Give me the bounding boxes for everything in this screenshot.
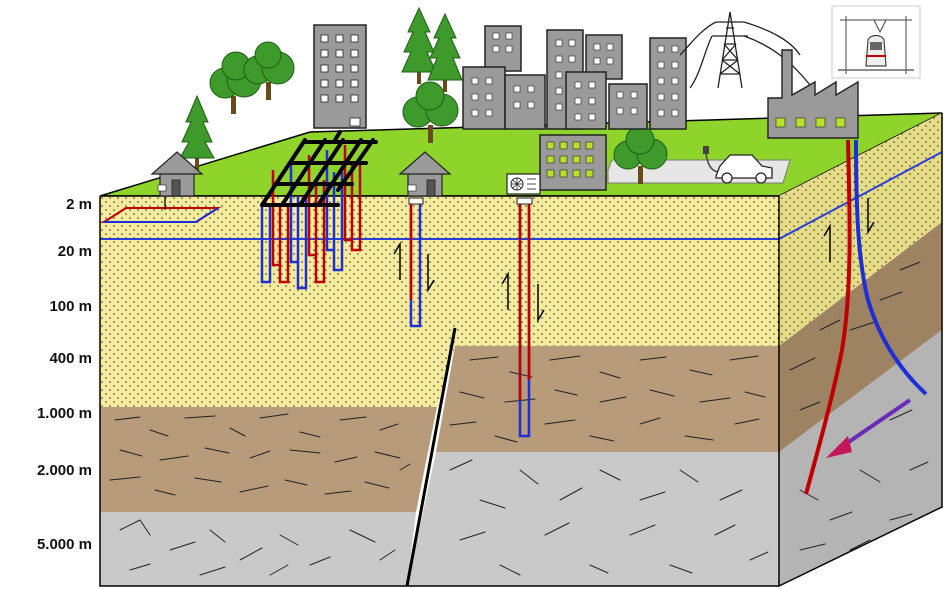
geological-fault-line: [405, 327, 457, 587]
tree-icon: [401, 6, 437, 84]
borehole-heat-exchanger-icon: [260, 145, 362, 290]
electric-car-icon: [715, 154, 773, 184]
factory-icon: [767, 49, 859, 139]
train-icon: [831, 5, 921, 79]
power-pylon-icon: [679, 11, 811, 89]
borehole-heat-exchanger-icon: [516, 197, 533, 438]
tree-icon: [427, 12, 463, 92]
tree-icon: [402, 81, 459, 143]
borehole-heat-exchanger-icon: [408, 197, 424, 328]
bedrock-layer-side: [779, 330, 942, 586]
depth-label-2000m: 2.000 m: [36, 462, 92, 479]
bedrock-layer-right: [407, 452, 779, 586]
depth-label-100m: 100 m: [49, 298, 92, 315]
office-building-icon: [462, 25, 687, 130]
depth-label-20m: 20 m: [57, 243, 92, 260]
depth-label-2m: 2 m: [66, 196, 92, 213]
tree-icon: [179, 94, 215, 170]
house-icon: [150, 151, 204, 197]
fractured-rock-layer-right: [436, 346, 779, 452]
house-icon: [398, 151, 452, 197]
heat-pump-unit-icon: [506, 173, 541, 195]
apartment-building-icon: [539, 134, 607, 191]
production-well-red: [804, 139, 852, 495]
flow-arrow-icon: [393, 198, 875, 323]
flow-arrow-icon: [838, 398, 912, 450]
tree-icon: [613, 125, 668, 184]
apartment-building-icon: [313, 24, 367, 129]
bedrock-layer-left: [100, 512, 416, 586]
depth-label-400m: 400 m: [49, 350, 92, 367]
fractured-rock-layer-left: [100, 407, 437, 512]
borehole-header-pipes: [260, 130, 378, 207]
depth-label-5000m: 5.000 m: [36, 536, 92, 553]
depth-label-1000m: 1.000 m: [36, 405, 92, 422]
injection-well-blue: [854, 139, 928, 396]
office-windows: [471, 32, 679, 121]
fractured-rock-layer-side: [779, 222, 942, 452]
rock-crack-texture: [109, 261, 929, 576]
tree-icon: [243, 41, 295, 100]
